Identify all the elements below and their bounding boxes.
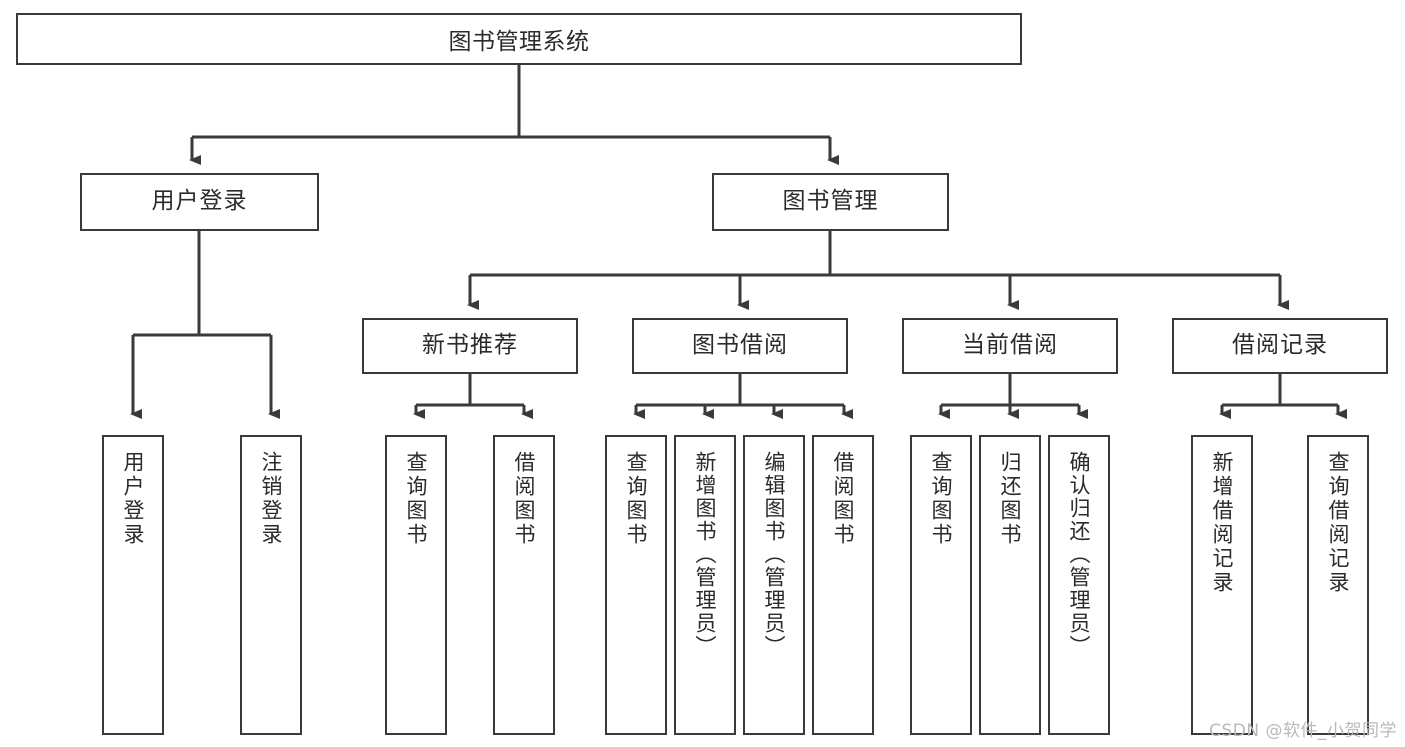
leaf-add-book-admin[interactable]: 新增图书（管理员） [674, 435, 736, 735]
leaf-borrow-book[interactable]: 借阅图书 [812, 435, 874, 735]
node-root-label: 图书管理系统 [448, 29, 590, 55]
node-current-borrow[interactable]: 当前借阅 [902, 318, 1118, 374]
node-current-borrow-label: 当前借阅 [962, 332, 1058, 359]
leaf-query-book-current-label: 查询图书 [929, 451, 954, 547]
leaf-query-book-borrow[interactable]: 查询图书 [605, 435, 667, 735]
node-new-book-recommend[interactable]: 新书推荐 [362, 318, 578, 374]
node-new-book-recommend-label: 新书推荐 [422, 332, 518, 359]
leaf-logout-label: 注销登录 [259, 451, 284, 547]
leaf-add-borrow-record[interactable]: 新增借阅记录 [1191, 435, 1253, 735]
leaf-query-book-new-label: 查询图书 [404, 451, 429, 547]
leaf-borrow-book-new-label: 借阅图书 [512, 451, 537, 547]
node-borrow-record-label: 借阅记录 [1232, 332, 1328, 359]
node-user-login-label: 用户登录 [151, 188, 248, 215]
node-book-management[interactable]: 图书管理 [712, 173, 949, 231]
leaf-borrow-book-label: 借阅图书 [831, 451, 856, 547]
node-root-library-system[interactable]: 图书管理系统 [16, 13, 1022, 65]
leaf-edit-book-admin-label: 编辑图书（管理员） [762, 451, 787, 658]
leaf-query-borrow-record[interactable]: 查询借阅记录 [1307, 435, 1369, 735]
leaf-query-book-current[interactable]: 查询图书 [910, 435, 972, 735]
leaf-edit-book-admin[interactable]: 编辑图书（管理员） [743, 435, 805, 735]
leaf-add-borrow-record-label: 新增借阅记录 [1210, 451, 1235, 595]
node-user-login[interactable]: 用户登录 [80, 173, 319, 231]
leaf-add-book-admin-label: 新增图书（管理员） [693, 451, 718, 658]
leaf-return-book[interactable]: 归还图书 [979, 435, 1041, 735]
node-book-borrow[interactable]: 图书借阅 [632, 318, 848, 374]
node-book-management-label: 图书管理 [782, 188, 879, 215]
leaf-return-book-label: 归还图书 [998, 451, 1023, 547]
watermark: CSDN @软件_小贺同学 [1209, 721, 1397, 741]
leaf-borrow-book-new[interactable]: 借阅图书 [493, 435, 555, 735]
leaf-confirm-return-admin[interactable]: 确认归还（管理员） [1048, 435, 1110, 735]
leaf-confirm-return-admin-label: 确认归还（管理员） [1067, 451, 1092, 658]
leaf-user-login-label: 用户登录 [121, 451, 146, 547]
leaf-logout[interactable]: 注销登录 [240, 435, 302, 735]
leaf-query-book-borrow-label: 查询图书 [624, 451, 649, 547]
node-borrow-record[interactable]: 借阅记录 [1172, 318, 1388, 374]
leaf-user-login[interactable]: 用户登录 [102, 435, 164, 735]
leaf-query-borrow-record-label: 查询借阅记录 [1326, 451, 1351, 595]
node-book-borrow-label: 图书借阅 [692, 332, 788, 359]
leaf-query-book-new[interactable]: 查询图书 [385, 435, 447, 735]
